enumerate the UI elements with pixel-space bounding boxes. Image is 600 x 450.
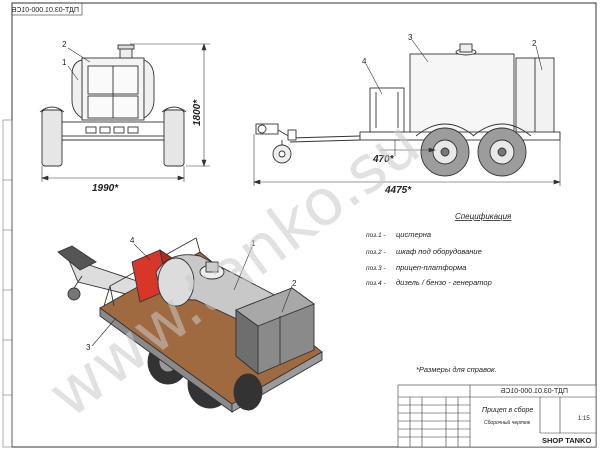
front-callout-2: 2 xyxy=(62,40,67,49)
spec-pos-2: поз.2 - xyxy=(366,249,386,256)
spec-name-2: шкаф под оборудование xyxy=(396,247,482,256)
front-width-label: 1990* xyxy=(92,183,119,194)
title-doc-code: ПДТ-03.01.000-01СБ xyxy=(500,388,568,395)
spec-pos-4: поз.4 - xyxy=(366,280,386,287)
iso-callout-3: 3 xyxy=(86,343,91,352)
corner-code-box xyxy=(11,2,83,16)
total-length-dimension xyxy=(253,134,561,186)
title-block xyxy=(397,384,597,448)
side-view xyxy=(255,43,561,177)
spec-title: Спецификация xyxy=(455,212,512,221)
reference-note: *Размеры для справок. xyxy=(416,365,497,374)
corner-code: ПДТ-03.01.000-01СБ xyxy=(11,7,79,14)
front-width-dimension xyxy=(41,166,185,182)
title-subname: Сборочный чертеж xyxy=(484,419,531,426)
spec-name-4: дизель / бензо - генератор xyxy=(396,278,492,287)
front-view xyxy=(39,44,187,167)
side-callout-3: 3 xyxy=(408,33,413,42)
iso-callout-4: 4 xyxy=(130,236,135,245)
iso-callouts xyxy=(91,243,293,347)
side-callout-4: 4 xyxy=(362,57,367,66)
iso-callout-1: 1 xyxy=(251,239,256,248)
front-height-label: 1800* xyxy=(192,99,203,126)
drawbar-label: 470* xyxy=(372,154,395,165)
title-company: SHOP TANKO xyxy=(542,436,591,445)
front-callout-1: 1 xyxy=(62,58,67,67)
spec-pos-3: поз.3 - xyxy=(366,265,386,272)
left-margin-strip xyxy=(2,119,13,448)
title-scale: 1:15 xyxy=(578,416,590,422)
iso-view xyxy=(57,237,323,413)
drawbar-dimension xyxy=(380,140,436,156)
iso-callout-2: 2 xyxy=(292,279,297,288)
spec-name-3: прицеп-платформа xyxy=(396,263,466,272)
spec-pos-1: поз.1 - xyxy=(366,232,386,239)
total-length-label: 4475* xyxy=(384,185,412,196)
side-callout-2: 2 xyxy=(532,39,537,48)
front-height-dimension xyxy=(130,43,210,167)
spec-name-1: цистерна xyxy=(396,230,431,239)
side-callouts xyxy=(365,39,543,95)
front-callouts xyxy=(67,47,91,81)
title-name: Прицеп в сборе xyxy=(482,406,533,414)
spec-list: поз.1 - цистерна поз.2 - шкаф под оборуд… xyxy=(366,230,492,287)
